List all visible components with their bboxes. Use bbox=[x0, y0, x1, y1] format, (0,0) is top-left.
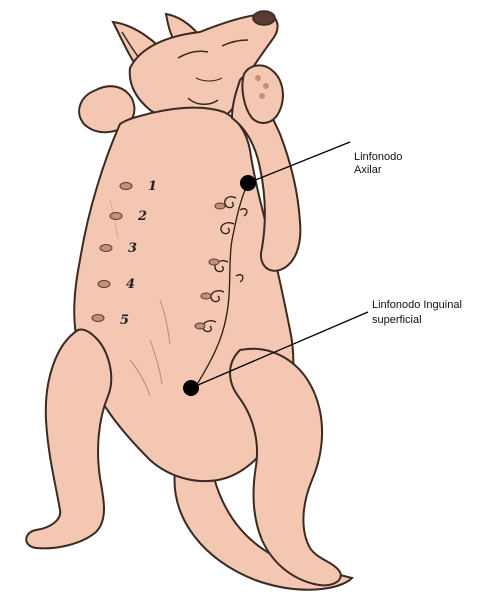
mamma-4 bbox=[98, 281, 110, 288]
mamma-5 bbox=[92, 315, 104, 322]
mamma-number-4: 4 bbox=[126, 277, 135, 292]
mamma-2 bbox=[110, 213, 122, 220]
mamma-number-3: 3 bbox=[128, 241, 137, 256]
mamma-number-5: 5 bbox=[120, 313, 129, 328]
inguinal-label-line-1: Linfonodo Inguinal bbox=[372, 299, 462, 312]
axilar-label-line-1: Linfonodo bbox=[354, 151, 402, 164]
left-hind-leg bbox=[26, 329, 111, 548]
mamma-1 bbox=[120, 183, 132, 190]
mamma-3 bbox=[100, 245, 112, 252]
axilar-label-line-2: Axilar bbox=[354, 164, 382, 177]
mamma-number-1: 1 bbox=[148, 179, 157, 194]
nose bbox=[253, 11, 275, 25]
inguinal-label-line-2: superficial bbox=[372, 314, 422, 327]
mamma-number-2: 2 bbox=[137, 209, 147, 224]
